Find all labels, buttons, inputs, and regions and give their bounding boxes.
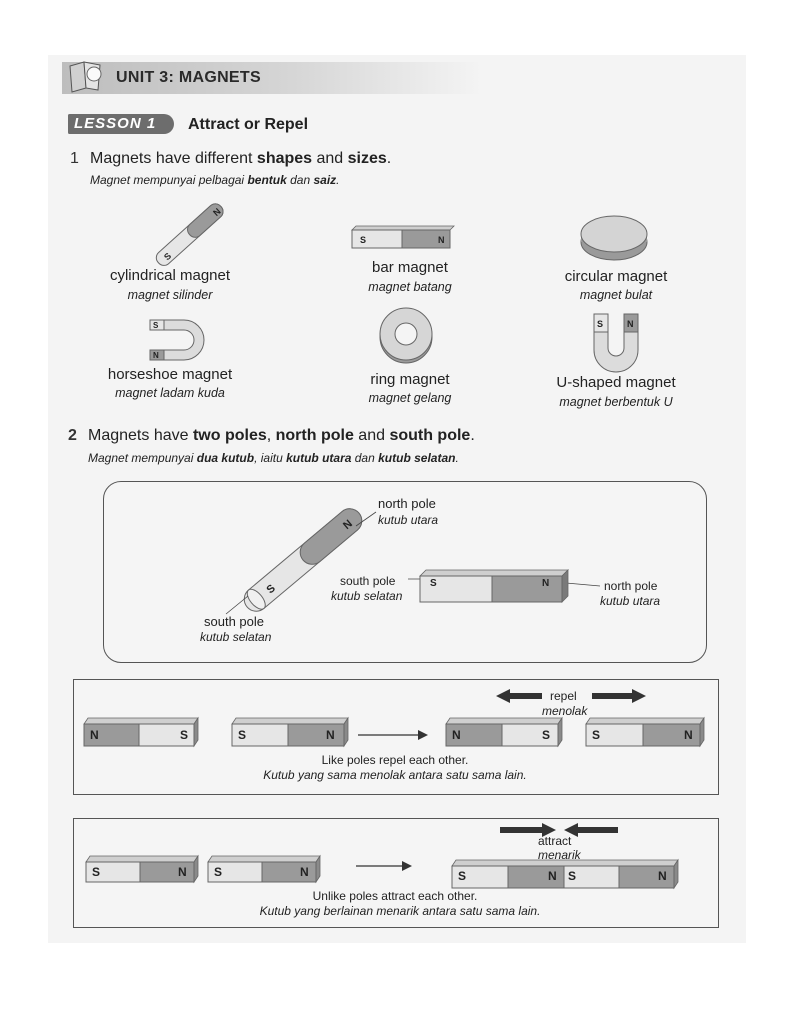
bar-poles-illustration: S N xyxy=(419,569,569,603)
bar-magnet xyxy=(85,854,199,884)
unit-header-band xyxy=(62,62,482,94)
north-letter: N xyxy=(326,728,335,742)
ring-magnet-illustration xyxy=(379,307,433,364)
repel-caption-malay: Kutub yang sama menolak antara satu sama… xyxy=(263,768,527,782)
question-2-text: Magnets have two poles, north pole and s… xyxy=(88,427,475,444)
north-letter: N xyxy=(452,728,461,742)
cylinder-south-malay: kutub selatan xyxy=(200,630,272,644)
cylindrical-magnet-illustration: N S xyxy=(155,203,224,266)
bar-north-malay: kutub utara xyxy=(600,594,661,608)
north-letter: N xyxy=(542,578,549,589)
north-letter: N xyxy=(178,865,187,879)
question-2-number: 2 xyxy=(68,427,77,444)
question-1-malay: Magnet mempunyai pelbagai bentuk dan sai… xyxy=(90,173,340,187)
bar-south-malay: kutub selatan xyxy=(331,589,403,603)
poles-panel xyxy=(103,481,707,663)
south-letter: S xyxy=(238,728,246,742)
repel-caption: Like poles repel each other. xyxy=(321,753,469,767)
attract-malay: menarik xyxy=(538,848,581,862)
bar-magnet xyxy=(445,716,563,748)
south-letter: S xyxy=(430,578,437,589)
cylindrical-magnet-label: cylindrical magnet xyxy=(109,267,231,284)
south-letter: S xyxy=(542,728,550,742)
lesson-badge: LESSON 1 xyxy=(68,114,174,134)
repel-arrows xyxy=(496,689,646,703)
right-arrow xyxy=(356,861,412,871)
north-letter: N xyxy=(300,865,309,879)
repel-label: repel xyxy=(550,689,577,703)
south-letter: S xyxy=(592,728,600,742)
south-letter: S xyxy=(180,728,188,742)
attract-arrows xyxy=(500,823,618,837)
cylinder-south-label: south pole xyxy=(204,614,264,629)
bar-magnet-joined xyxy=(451,858,679,890)
question-2-malay: Magnet mempunyai dua kutub, iaitu kutub … xyxy=(88,451,459,465)
cylinder-north-label: north pole xyxy=(378,496,436,511)
book-icon xyxy=(69,61,102,93)
attract-label: attract xyxy=(538,834,572,848)
right-arrow xyxy=(358,730,428,740)
south-letter: S xyxy=(92,865,100,879)
bar-magnet xyxy=(231,716,349,748)
bar-magnet xyxy=(83,716,199,748)
bar-magnet-label: bar magnet xyxy=(372,259,448,276)
unit-title: UNIT 3: MAGNETS xyxy=(116,69,261,86)
north-letter: N xyxy=(627,319,634,329)
circular-magnet-malay: magnet bulat xyxy=(579,288,653,302)
u-shaped-magnet-malay: magnet berbentuk U xyxy=(559,395,673,409)
south-letter: S xyxy=(568,869,576,883)
horseshoe-magnet-label: horseshoe magnet xyxy=(107,366,233,383)
circular-magnet-illustration xyxy=(580,215,648,261)
south-letter: S xyxy=(162,251,173,262)
horseshoe-magnet-malay: magnet ladam kuda xyxy=(115,386,225,400)
bar-south-label: south pole xyxy=(340,574,396,588)
u-shaped-magnet-illustration: S N xyxy=(593,313,639,373)
lesson-title: Attract or Repel xyxy=(188,116,309,133)
bar-magnet-illustration: S N xyxy=(351,225,455,249)
bar-north-label: north pole xyxy=(604,579,658,593)
question-1-number: 1 xyxy=(70,150,79,167)
cylinder-poles-illustration: N S xyxy=(243,508,363,612)
north-letter: N xyxy=(438,235,445,245)
north-letter: N xyxy=(211,206,223,218)
north-letter: N xyxy=(548,869,557,883)
u-shaped-magnet-label: U-shaped magnet xyxy=(556,374,676,391)
bar-magnet xyxy=(585,716,705,748)
north-letter: N xyxy=(153,351,159,360)
question-1-text: Magnets have different shapes and sizes. xyxy=(90,150,392,167)
south-letter: S xyxy=(214,865,222,879)
horseshoe-magnet-illustration: S N xyxy=(149,319,205,361)
south-letter: S xyxy=(597,319,603,329)
south-letter: S xyxy=(360,235,366,245)
cylinder-north-malay: kutub utara xyxy=(378,513,439,527)
circular-magnet-label: circular magnet xyxy=(564,268,668,285)
south-letter: S xyxy=(153,321,159,330)
north-letter: N xyxy=(658,869,667,883)
ring-magnet-malay: magnet gelang xyxy=(368,391,452,405)
bar-magnet-malay: magnet batang xyxy=(368,280,452,294)
north-letter: N xyxy=(684,728,693,742)
attract-caption: Unlike poles attract each other. xyxy=(312,889,478,903)
south-letter: S xyxy=(458,869,466,883)
cylindrical-magnet-malay: magnet silinder xyxy=(127,288,213,302)
ring-magnet-label: ring magnet xyxy=(370,371,450,388)
attract-caption-malay: Kutub yang berlainan menarik antara satu… xyxy=(259,904,541,918)
repel-malay: menolak xyxy=(542,704,588,718)
bar-magnet xyxy=(207,854,321,884)
north-letter: N xyxy=(90,728,99,742)
